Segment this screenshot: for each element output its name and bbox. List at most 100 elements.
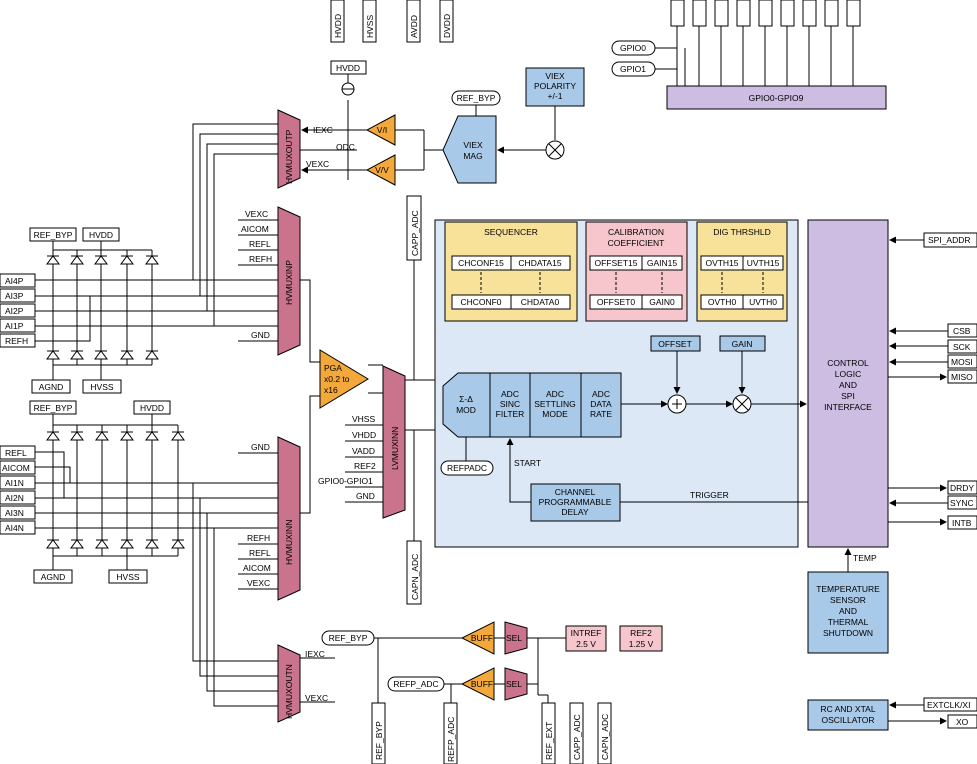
svg-text:VIEX: VIEX bbox=[545, 71, 565, 81]
svg-text:LOGIC: LOGIC bbox=[835, 369, 861, 379]
top-protection: REF_BYP HVDD AGND HVSS AI4P AI3P bbox=[0, 227, 278, 394]
svg-text:BUFF: BUFF bbox=[471, 633, 493, 643]
svg-text:AICOM: AICOM bbox=[2, 463, 30, 473]
svg-text:AICOM: AICOM bbox=[241, 224, 269, 234]
svg-text:INTERFACE: INTERFACE bbox=[824, 402, 872, 412]
svg-text:OFFSET0: OFFSET0 bbox=[597, 297, 636, 307]
svg-text:PGA: PGA bbox=[324, 363, 342, 373]
svg-text:MISO: MISO bbox=[951, 372, 973, 382]
svg-text:AI4P: AI4P bbox=[5, 276, 24, 286]
svg-text:PROGRAMMABLE: PROGRAMMABLE bbox=[539, 497, 612, 507]
svg-text:V/V: V/V bbox=[375, 165, 389, 175]
excitation-amps: V/I V/V IEXC VEXC ODC HVDD bbox=[300, 60, 396, 186]
svg-text:AGND: AGND bbox=[39, 382, 64, 392]
capn-adc-pin: CAPN_ADC bbox=[410, 554, 420, 600]
svg-text:VEXC: VEXC bbox=[306, 159, 329, 169]
svg-text:REFP_ADC: REFP_ADC bbox=[446, 717, 456, 762]
reference-section: REF_BYP BUFF SEL REFP_ADC BUFF SEL INTRE… bbox=[321, 621, 663, 703]
svg-text:REFL: REFL bbox=[249, 548, 271, 558]
temp-sensor: TEMP TEMPERATURE SENSOR AND THERMAL SHUT… bbox=[807, 548, 889, 654]
dig-threshold-box: DIG THRSHLD OVTH15 UVTH15 OVTH0 UVTH0 bbox=[696, 221, 788, 322]
svg-text:HVMUXINP: HVMUXINP bbox=[284, 260, 294, 305]
svg-text:VHSS: VHSS bbox=[352, 414, 375, 424]
vi-amp bbox=[365, 114, 396, 146]
svg-text:COEFFICIENT: COEFFICIENT bbox=[608, 238, 665, 248]
svg-text:SEQUENCER: SEQUENCER bbox=[484, 227, 538, 237]
svg-text:REFH: REFH bbox=[247, 533, 270, 543]
svg-text:START: START bbox=[514, 458, 541, 468]
svg-text:MOSI: MOSI bbox=[951, 357, 973, 367]
svg-text:GND: GND bbox=[356, 491, 375, 501]
gpio0-pin: GPIO0 bbox=[620, 43, 646, 53]
svg-text:HVDD: HVDD bbox=[89, 230, 113, 240]
svg-text:VEXC: VEXC bbox=[247, 578, 270, 588]
svg-text:SYNC: SYNC bbox=[950, 498, 974, 508]
svg-text:GND: GND bbox=[251, 330, 270, 340]
channel-delay-box bbox=[530, 483, 621, 522]
svg-text:CALIBRATION: CALIBRATION bbox=[608, 227, 664, 237]
svg-text:TEMPERATURE: TEMPERATURE bbox=[816, 584, 880, 594]
svg-text:DIG THRSHLD: DIG THRSHLD bbox=[713, 227, 770, 237]
svg-text:RC AND XTAL: RC AND XTAL bbox=[820, 704, 875, 714]
ref-sel-top bbox=[504, 621, 528, 655]
svg-text:REF2: REF2 bbox=[354, 461, 376, 471]
svg-text:CHCONF15: CHCONF15 bbox=[458, 258, 504, 268]
control-logic: CONTROL LOGIC AND SPI INTERFACE bbox=[807, 219, 889, 548]
svg-text:AND: AND bbox=[839, 606, 857, 616]
svg-text:VEXC: VEXC bbox=[245, 209, 268, 219]
refp-adc-node: REFP_ADC bbox=[393, 679, 438, 689]
svg-text:SEL: SEL bbox=[506, 633, 522, 643]
svg-text:CHCONF0: CHCONF0 bbox=[460, 297, 501, 307]
gpio1-pin: GPIO1 bbox=[620, 64, 646, 74]
svg-text:GAIN0: GAIN0 bbox=[649, 297, 675, 307]
svg-text:GND: GND bbox=[251, 442, 270, 452]
svg-text:OVTH15: OVTH15 bbox=[705, 258, 738, 268]
spi-pins: SPI_ADDR CSB SCK MOSI MISO DRDY SYNC INT… bbox=[888, 232, 977, 530]
viex-polarity-box bbox=[525, 67, 585, 107]
svg-text:AI3P: AI3P bbox=[5, 291, 24, 301]
ref-byp-node: REF_BYP bbox=[329, 633, 368, 643]
svg-text:HVMUXINN: HVMUXINN bbox=[284, 520, 294, 565]
gpio-bus-box bbox=[666, 85, 887, 110]
bottom-pins: REF_BYP REFP_ADC REF_EXT CAPP_ADC CAPN_A… bbox=[371, 702, 612, 764]
intref-box bbox=[565, 625, 607, 652]
svg-text:1.25 V: 1.25 V bbox=[629, 639, 654, 649]
svg-text:AI2P: AI2P bbox=[5, 306, 24, 316]
svg-text:TRIGGER: TRIGGER bbox=[690, 490, 729, 500]
avdd-pin-label: AVDD bbox=[409, 15, 419, 38]
svg-text:SINC: SINC bbox=[500, 399, 520, 409]
svg-text:DELAY: DELAY bbox=[561, 507, 589, 517]
svg-text:REF_BYP: REF_BYP bbox=[374, 721, 384, 760]
calibration-box: CALIBRATION COEFFICIENT OFFSET15 GAIN15 … bbox=[585, 221, 688, 322]
svg-text:2.5 V: 2.5 V bbox=[576, 639, 596, 649]
top-diode-group-upper bbox=[46, 255, 159, 265]
svg-text:SHUTDOWN: SHUTDOWN bbox=[823, 628, 873, 638]
top-diode-group-lower bbox=[46, 350, 159, 360]
svg-text:CHDATA15: CHDATA15 bbox=[518, 258, 561, 268]
viex-section: VIEX POLARITY +/-1 REF_BYP VIEX MAG bbox=[395, 67, 585, 184]
bottom-diode-group-lower bbox=[46, 539, 185, 549]
svg-text:CAPP_ADC: CAPP_ADC bbox=[572, 714, 582, 760]
svg-text:x16: x16 bbox=[324, 385, 338, 395]
lvmuxinn: LVMUXINN VHSS VHDD VADD REF2 GPIO0-GPIO1… bbox=[318, 365, 442, 519]
bottom-diode-group-upper bbox=[46, 431, 185, 441]
svg-text:VADD: VADD bbox=[352, 446, 375, 456]
svg-text:REF2: REF2 bbox=[630, 628, 652, 638]
svg-text:DATA: DATA bbox=[590, 399, 612, 409]
gpio-block: GPIO0 GPIO1 GPIO0-GPIO9 bbox=[611, 0, 887, 110]
svg-text:VHDD: VHDD bbox=[352, 430, 376, 440]
svg-text:CHANNEL: CHANNEL bbox=[555, 487, 596, 497]
svg-text:MAG: MAG bbox=[463, 151, 482, 161]
svg-text:AICOM: AICOM bbox=[243, 563, 271, 573]
svg-text:SENSOR: SENSOR bbox=[830, 595, 866, 605]
svg-text:V/I: V/I bbox=[377, 125, 387, 135]
hvdd-tag: HVDD bbox=[336, 63, 360, 73]
svg-text:UVTH15: UVTH15 bbox=[747, 258, 780, 268]
svg-text:UVTH0: UVTH0 bbox=[749, 297, 777, 307]
svg-text:HVMUXOUTN: HVMUXOUTN bbox=[284, 664, 294, 719]
bottom-protection: REF_BYP HVDD AGND HVSS REFL bbox=[0, 400, 278, 584]
svg-text:XO: XO bbox=[956, 717, 969, 727]
gpio-bus-label: GPIO0-GPIO9 bbox=[749, 93, 804, 103]
svg-text:MODE: MODE bbox=[542, 409, 568, 419]
svg-text:CSB: CSB bbox=[953, 326, 971, 336]
